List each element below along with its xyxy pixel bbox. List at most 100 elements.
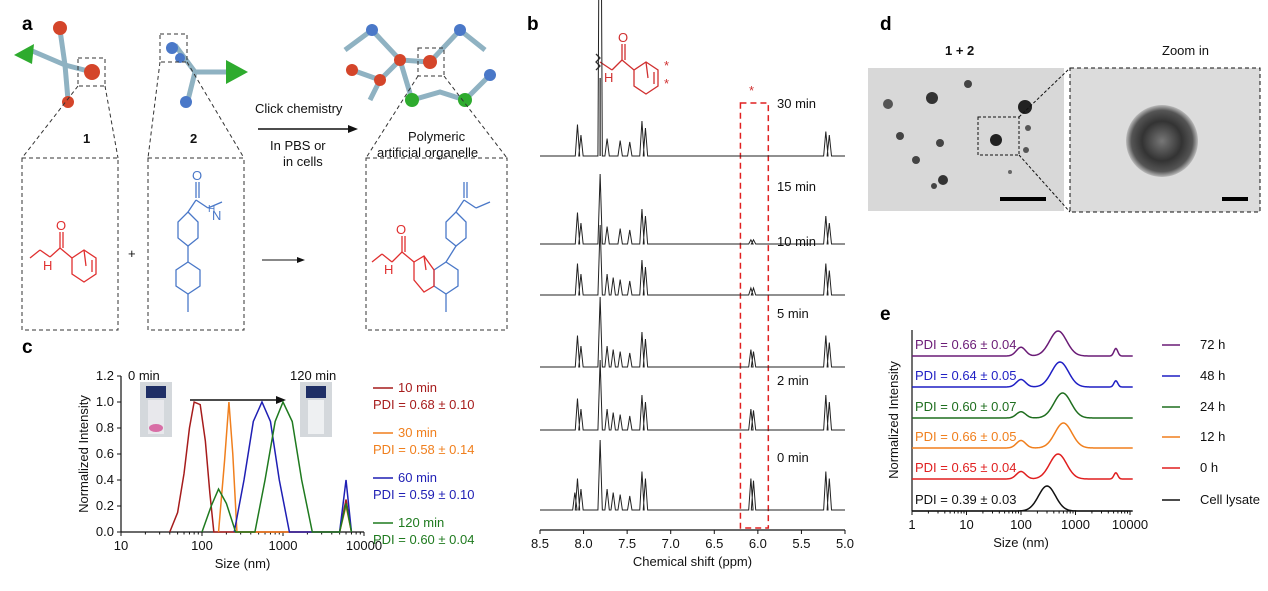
panel-label-e: e [880,304,891,325]
e-series-line [911,453,1133,480]
e-legend-name: 12 h [1200,429,1225,444]
c-legend-name: 30 min [398,425,437,440]
panel-a: 1 2 Click chemistry In PBS or in cells P… [14,21,508,331]
c-y-tick-label: 1.2 [96,368,114,383]
arrow-text-2: In PBS or [270,138,326,153]
product-blue-part [433,182,491,312]
molecule-2-model [159,33,248,108]
b-x-tick-label: 8.5 [531,536,549,551]
c-legend-name: 60 min [398,470,437,485]
tem-image-left [868,68,1064,211]
e-x-tick-label: 10000 [1112,517,1148,532]
c-series-line [201,400,353,533]
e-series-line [911,330,1133,357]
c-legend-name: 120 min [398,515,444,530]
product-text-1: Polymeric [408,129,466,144]
b-spectrum-label: 2 min [777,373,809,388]
inset-label-120min: 120 min [290,368,336,383]
nmr-star-2: * [664,76,669,91]
e-series-line [911,361,1133,388]
arrow-text-1: Click chemistry [255,101,343,116]
norbornene-structure [29,232,97,283]
e-series-pdi: PDI = 0.66 ± 0.04 [915,337,1016,352]
c-y-tick-label: 0.2 [96,498,114,513]
product-text-2: artificial organelle [377,145,478,160]
atom-O-product: O [396,222,406,237]
c-legend-pdi: PDI = 0.58 ± 0.14 [373,442,474,457]
c-y-tick-label: 0.0 [96,524,114,539]
atom-H-2: H [208,204,215,215]
e-legend-name: Cell lysate [1200,492,1260,507]
compound-1-label: 1 [83,131,90,146]
polymer-network-model [343,24,496,107]
inset-arrow [276,396,286,404]
reaction-arrow-head [348,125,358,133]
c-legend-pdi: PDI = 0.68 ± 0.10 [373,397,474,412]
b-x-tick-label: 7.0 [662,536,680,551]
arrow-text-3: in cells [283,154,323,169]
tem-label-right: Zoom in [1162,43,1209,58]
product-red-part [371,236,435,293]
b-spectrum-line [540,224,845,296]
b-spectrum-line [540,359,845,431]
b-spectrum-line [540,439,845,511]
b-x-tick-label: 8.0 [575,536,593,551]
vesicle [1126,105,1198,177]
e-y-label: Normalized Intensity [886,361,901,479]
c-y-tick-label: 0.6 [96,446,114,461]
e-x-tick-label: 1 [908,517,915,532]
e-series-pdi: PDI = 0.60 ± 0.07 [915,399,1016,414]
c-legend-pdi: PDI = 0.60 ± 0.04 [373,532,474,547]
highlight-star: * [749,83,754,98]
e-legend-name: 24 h [1200,399,1225,414]
e-series-line [911,422,1133,449]
b-spectrum-label: 30 min [777,96,816,111]
e-series-pdi: PDI = 0.66 ± 0.05 [915,429,1016,444]
b-x-tick-label: 5.5 [792,536,810,551]
atom-N-2: N [212,208,221,223]
b-spectrum-label: 5 min [777,306,809,321]
c-x-tick-label: 1000 [269,538,298,553]
structure-box-1 [21,157,119,331]
e-series-pdi: PDI = 0.64 ± 0.05 [915,368,1016,383]
c-x-tick-label: 10000 [346,538,382,553]
atom-H-product: H [384,262,393,277]
inset-label-0min: 0 min [128,368,160,383]
panel-label-b: b [527,14,539,35]
nmr-star-1: * [664,58,669,73]
c-y-tick-label: 0.4 [96,472,114,487]
b-spectrum-line [540,0,845,157]
e-series-pdi: PDI = 0.39 ± 0.03 [915,492,1016,507]
b-spectrum-label: 15 min [777,179,816,194]
e-legend-name: 72 h [1200,337,1225,352]
vial-120min [300,382,332,437]
plus-sign: + [128,246,136,261]
nmr-atom-O: O [618,30,628,45]
c-legend-pdi: PDI = 0.59 ± 0.10 [373,487,474,502]
b-x-tick-label: 6.5 [705,536,723,551]
e-series-pdi: PDI = 0.65 ± 0.04 [915,460,1016,475]
tem-label-left: 1 + 2 [945,43,974,58]
c-x-tick-label: 100 [191,538,213,553]
structure-box-2 [147,157,245,331]
atom-O-1: O [56,218,66,233]
e-legend-name: 0 h [1200,460,1218,475]
c-y-tick-label: 1.0 [96,394,114,409]
panel-label-d: d [880,14,892,35]
nmr-atom-H: H [604,70,613,85]
compound-2-label: 2 [190,131,197,146]
b-x-tick-label: 6.0 [749,536,767,551]
e-x-tick-label: 10 [959,517,973,532]
c-series-line [233,400,353,533]
atom-O-2: O [192,168,202,183]
b-spectrum-line [540,296,845,368]
c-x-label: Size (nm) [215,556,271,571]
e-series-line [911,392,1133,419]
molecule-1-model [14,21,106,108]
b-x-label: Chemical shift (ppm) [633,554,752,569]
e-x-label: Size (nm) [993,535,1049,550]
panel-label-a: a [22,14,33,35]
